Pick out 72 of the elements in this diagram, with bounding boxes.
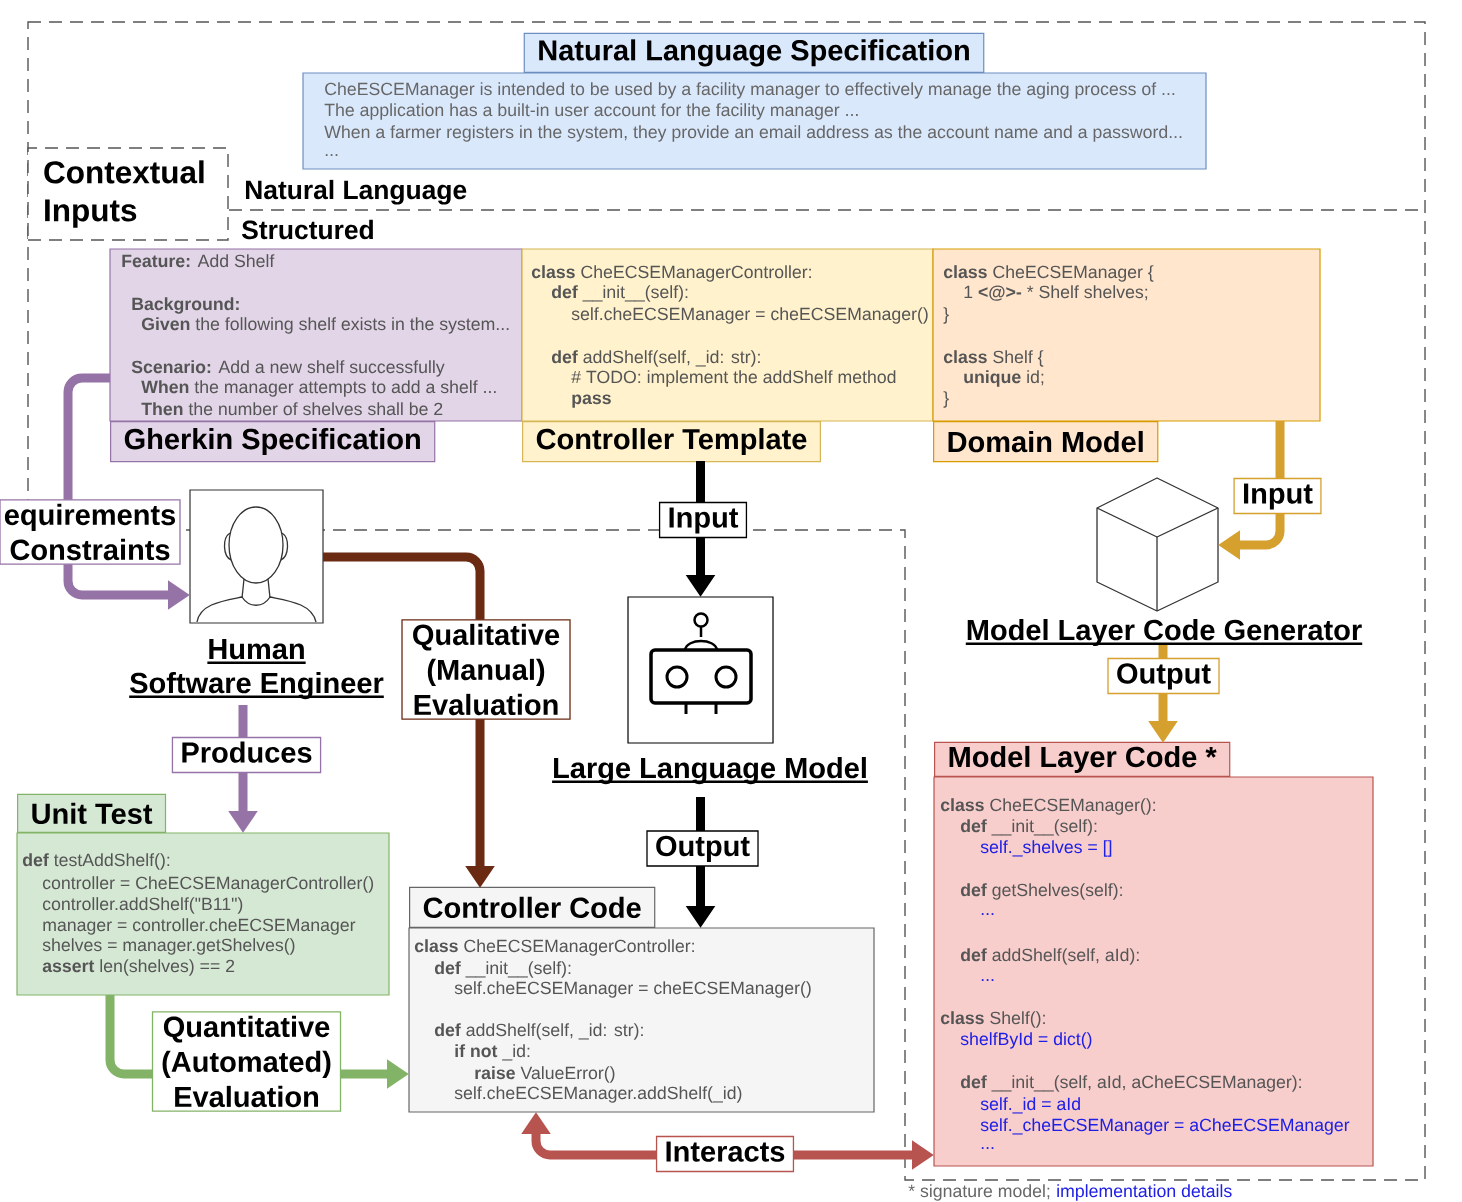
code-line: class Shelf { bbox=[943, 350, 1044, 367]
heading-tab: Model Layer Code * bbox=[934, 741, 1231, 777]
heading-tab: Gherkin Specification bbox=[110, 421, 436, 463]
code-line: def getShelves(self): bbox=[960, 883, 1122, 900]
code-line: controller.addShelf("B11") bbox=[42, 897, 243, 914]
heading-tab: Domain Model bbox=[933, 421, 1159, 463]
node-title: Large Language Model bbox=[552, 757, 868, 785]
code-line: Background: bbox=[132, 297, 239, 314]
code-line: def __init__(self): bbox=[434, 961, 571, 978]
code-line: self.cheECSEManager = cheECSEManager() bbox=[454, 981, 811, 998]
code-line: self._cheECSEManager = aCheECSEManager bbox=[980, 1118, 1350, 1135]
text-line: CheESCEManager is intended to be used by a facility manager to effectively manage the aging process of ... bbox=[325, 82, 1175, 99]
heading-tab: Unit Test bbox=[17, 793, 167, 833]
code-line: ... bbox=[981, 913, 994, 915]
code-line: } bbox=[943, 307, 949, 324]
code-line: 1 <@>-* Shelf shelves; bbox=[964, 285, 1148, 301]
code-line: class CheECSEManagerController: bbox=[414, 939, 694, 956]
code-line: def __init__(self, aId, aCheECSEManager): bbox=[960, 1075, 1301, 1092]
code-line: def testAddShelf(): bbox=[22, 853, 170, 870]
code-line: Given the following shelf exists in the system... bbox=[141, 317, 509, 334]
code-line: Scenario: Add a new shelf successfully bbox=[131, 360, 445, 377]
edge-label: Output bbox=[646, 830, 759, 867]
heading-tab: Natural Language Specification bbox=[523, 32, 985, 73]
code-line: controller = CheECSEManagerController() bbox=[42, 876, 374, 893]
code-line: assert len(shelves) == 2 bbox=[42, 959, 235, 976]
code-line: Then the number of shelves shall be 2 bbox=[141, 402, 443, 416]
edge-label: Output bbox=[1107, 657, 1220, 695]
region-label: Structured bbox=[241, 219, 373, 240]
code-line: def addShelf(self, _id: str): bbox=[551, 350, 760, 367]
code-line: ... bbox=[981, 1147, 994, 1149]
edge-label: Input bbox=[658, 501, 748, 539]
code-line: self._shelves = [] bbox=[980, 840, 1112, 857]
heading-tab: Controller Code bbox=[409, 886, 656, 928]
code-line: def __init__(self): bbox=[551, 285, 688, 302]
code-line: # TODO: implement the addShelf method bbox=[571, 370, 896, 387]
code-line: def __init__(self): bbox=[960, 819, 1097, 836]
edge-label: Interacts bbox=[655, 1135, 795, 1173]
footnote: * signature model; bbox=[908, 1184, 1050, 1201]
heading-tab: Controller Template bbox=[522, 421, 821, 463]
code-line: unique id; bbox=[964, 370, 1044, 387]
text-line: The application has a built-in user account for the facility manager ... bbox=[324, 103, 858, 120]
code-line: When the manager attempts to add a shelf ... bbox=[141, 380, 496, 397]
code-line: shelfById = dict() bbox=[960, 1032, 1092, 1049]
code-line: } bbox=[943, 391, 949, 408]
text-line: When a farmer registers in the system, they provide an email address as the account name and a password... bbox=[324, 125, 1182, 142]
code-line: self._id = aId bbox=[980, 1097, 1080, 1114]
code-line: def addShelf(self, _id: str): bbox=[434, 1023, 643, 1040]
code-line: if not _id: bbox=[455, 1044, 530, 1061]
node-title: Human Software Engineer bbox=[129, 639, 384, 700]
code-line: Feature: Add Shelf bbox=[122, 254, 275, 268]
label-box: Contextual Inputs bbox=[27, 147, 229, 241]
edge-label: Produces bbox=[171, 736, 322, 774]
edge-label: Qualitative (Manual) Evaluation bbox=[401, 619, 571, 720]
code-line: class CheECSEManager(): bbox=[940, 798, 1155, 815]
code-line: ... bbox=[981, 979, 994, 981]
footnote-link: implementation details bbox=[1057, 1184, 1232, 1201]
code-line: def addShelf(self, aId): bbox=[960, 948, 1139, 965]
region-label: Natural Language bbox=[246, 179, 467, 205]
code-line: class CheECSEManager { bbox=[943, 265, 1154, 282]
code-line: raise ValueError() bbox=[475, 1066, 615, 1083]
code-line: pass bbox=[572, 394, 611, 408]
code-line: self.cheECSEManager.addShelf(_id) bbox=[454, 1086, 742, 1103]
code-line: manager = controller.cheECSEManager bbox=[43, 918, 356, 935]
edge-label: Quantitative (Automated) Evaluation bbox=[151, 1011, 342, 1112]
text-line: ... bbox=[325, 154, 338, 156]
edge-label: equirements Constraints bbox=[0, 499, 181, 565]
edge-label: Input bbox=[1233, 477, 1322, 515]
code-line: shelves = manager.getShelves() bbox=[42, 938, 295, 955]
code-line: class Shelf(): bbox=[940, 1011, 1045, 1028]
code-line: self.cheECSEManager = cheECSEManager() bbox=[571, 307, 928, 324]
node-title: Model Layer Code Generator bbox=[965, 619, 1363, 646]
code-line: class CheECSEManagerController: bbox=[531, 265, 811, 282]
